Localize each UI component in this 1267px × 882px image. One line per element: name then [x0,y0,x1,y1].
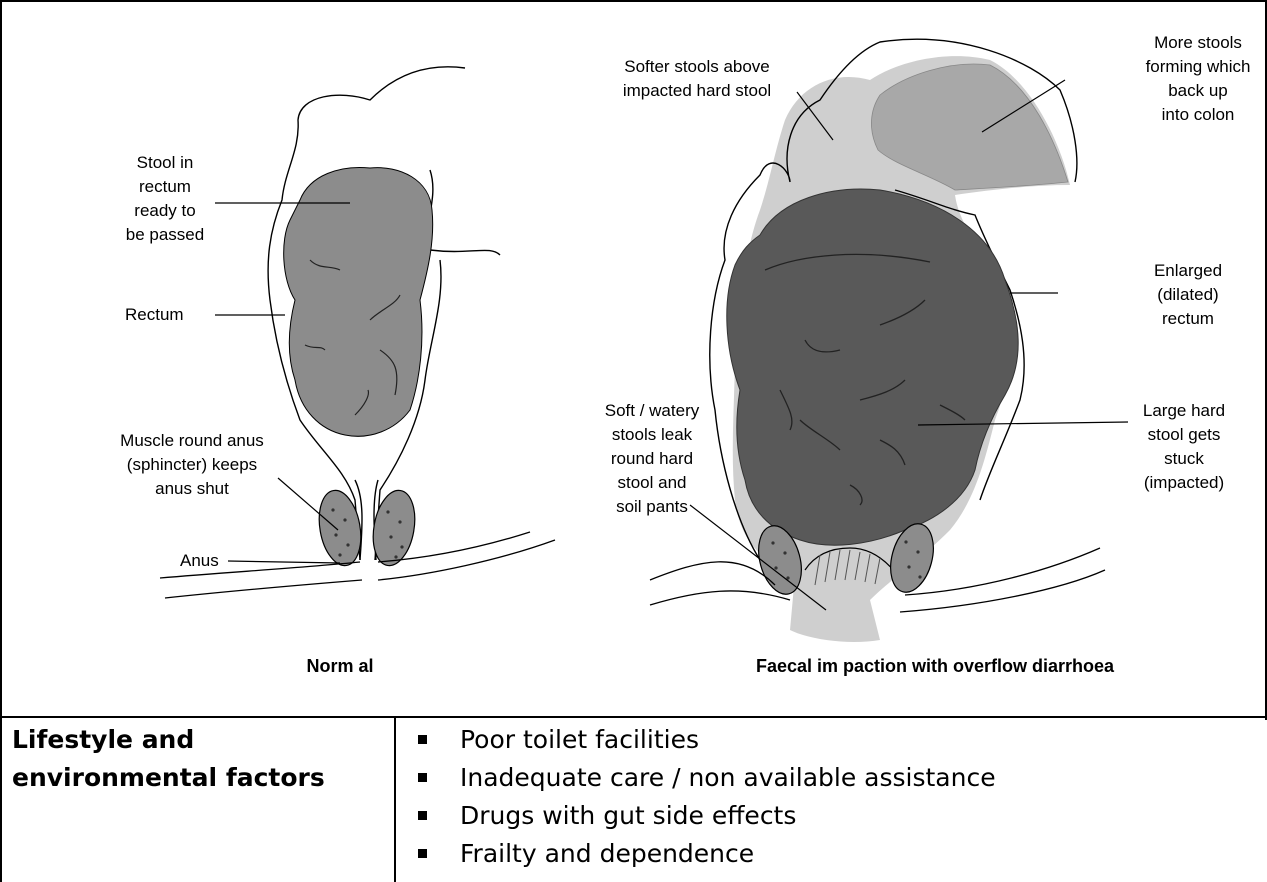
factors-title: Lifestyle and environmental factors [12,721,382,797]
impaction-anatomy [650,39,1105,642]
caption-impaction: Faecal im paction with overflow diarrhoe… [756,656,1115,676]
label-rectum: Rectum [125,305,184,324]
bullet-icon [418,811,427,820]
list-item: Poor toilet facilities [412,721,996,759]
normal-anatomy [160,67,555,598]
bullet-icon [418,773,427,782]
normal-colon-inner [427,170,500,255]
label-anus: Anus [180,551,219,570]
normal-stool [284,167,433,436]
impacted-stool [727,189,1018,545]
bullet-icon [418,735,427,744]
normal-sphincter-left [314,487,367,569]
list-item: Frailty and dependence [412,835,996,873]
factors-list: Poor toilet facilities Inadequate care /… [412,721,996,873]
label-enlarged: Enlarged(dilated)rectum [1154,261,1222,328]
caption-normal: Norm al [306,656,373,676]
list-item: Inadequate care / non available assistan… [412,759,996,797]
list-item: Drugs with gut side effects [412,797,996,835]
column-divider [394,716,396,882]
row-divider [0,716,1267,718]
bullet-icon [418,849,427,858]
